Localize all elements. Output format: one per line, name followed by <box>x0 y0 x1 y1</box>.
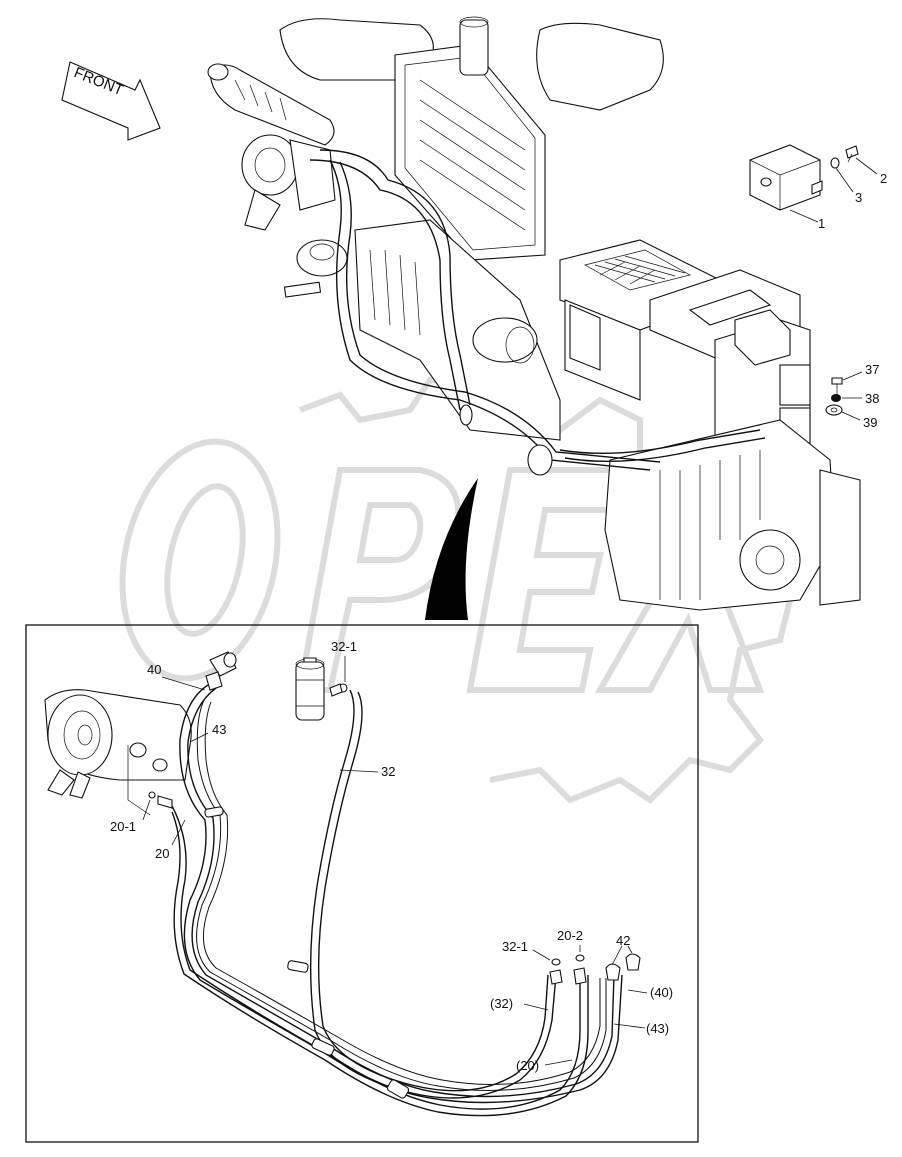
callout-43: 43 <box>212 722 226 737</box>
callout-40: 40 <box>147 662 161 677</box>
callout-20-1: 20-1 <box>110 819 136 834</box>
callout-1: 1 <box>818 216 825 231</box>
bolt-part-2 <box>845 145 859 163</box>
end-fitting-32-1 <box>549 958 563 985</box>
engine-assembly <box>207 16 861 611</box>
callout-40-ref: (40) <box>650 985 673 1000</box>
callout-20-ref: (20) <box>516 1058 539 1073</box>
engine-compressor <box>241 134 336 231</box>
relay-box-part-1 <box>749 144 823 211</box>
hose-routing <box>171 684 623 1117</box>
callout-20: 20 <box>155 846 169 861</box>
callout-38: 38 <box>865 391 879 406</box>
detail-pointer <box>425 478 478 620</box>
receiver-drier <box>295 657 348 721</box>
callout-32: 32 <box>381 764 395 779</box>
washer-part-3 <box>830 157 840 169</box>
callout-32-ref: (32) <box>490 996 513 1011</box>
washer-part-39 <box>825 404 843 416</box>
bolt-part-37 <box>831 377 843 396</box>
engine-hose-bundle <box>309 149 766 476</box>
end-fitting-20-2 <box>573 954 587 985</box>
detail-view-box: 40 43 32-1 32 20-1 20 32-1 20-2 42 (32) … <box>25 624 699 1143</box>
compressor-detail <box>44 689 192 816</box>
callout-43-ref: (43) <box>646 1021 669 1036</box>
washer-part-38 <box>831 394 841 402</box>
end-fitting-42 <box>605 953 641 981</box>
callout-32-1-bottom: 32-1 <box>502 939 528 954</box>
callout-20-2: 20-2 <box>557 928 583 943</box>
callout-39: 39 <box>863 415 877 430</box>
fitting-20-1 <box>142 791 173 821</box>
hose-40-fitting <box>205 651 237 691</box>
callout-37: 37 <box>865 362 879 377</box>
callout-32-1-top: 32-1 <box>331 639 357 654</box>
callout-3: 3 <box>855 190 862 205</box>
callout-2: 2 <box>880 171 887 186</box>
front-direction-arrow: FRONT <box>61 61 161 141</box>
callout-42: 42 <box>616 933 630 948</box>
